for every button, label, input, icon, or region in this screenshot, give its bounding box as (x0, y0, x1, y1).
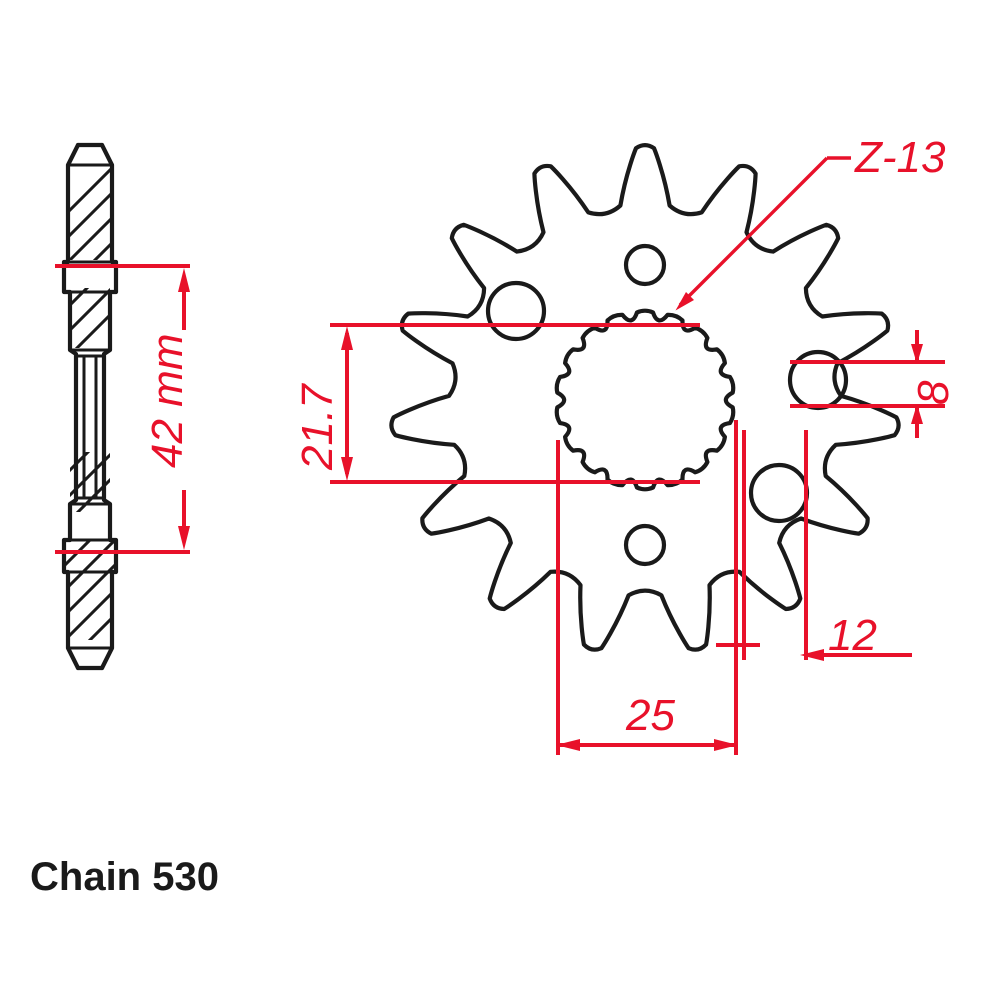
side-section-view (61, 142, 119, 671)
front-view (389, 143, 901, 652)
arrowhead-217-top (341, 326, 353, 350)
side-hatch-upper-flange (70, 288, 110, 348)
arrowhead-217-bottom (341, 457, 353, 481)
bolt-hole-small-top (623, 243, 667, 287)
arrowhead-42-top (178, 268, 190, 292)
annotation-z13: Z-13 (675, 133, 946, 311)
side-outline-left (61, 142, 81, 671)
dim-label-25: 25 (625, 691, 675, 740)
dimension-thickness-42mm: 42 mm (55, 264, 192, 554)
arrowhead-42-bottom (178, 526, 190, 550)
arrowhead-25-right (714, 739, 738, 751)
dimension-width-25: 25 (556, 420, 760, 755)
bolt-hole-small-bottom (623, 523, 667, 567)
dim-label-12: 12 (828, 611, 877, 660)
dimension-spline-21-7: 21.7 (293, 323, 700, 484)
dimension-offset-12: 12 (742, 430, 912, 661)
dim-label-217: 21.7 (293, 383, 342, 471)
arrowhead-12 (800, 649, 824, 661)
arrowhead-z13 (675, 292, 694, 311)
arrowhead-8-top (911, 344, 923, 364)
dimension-hole-8: 8 (790, 330, 958, 438)
inner-spline-outline (554, 308, 736, 492)
leader-line-z13 (678, 156, 829, 307)
dim-label-42mm: 42 mm (143, 334, 192, 468)
arrowhead-8-bottom (911, 404, 923, 424)
outer-teeth-outline (389, 143, 901, 652)
sprocket-geometry (389, 143, 901, 652)
arrowhead-25-left (556, 739, 580, 751)
side-hatch-upper-tooth (66, 160, 114, 260)
label-z13: Z-13 (854, 133, 946, 182)
caption-chain-spec: Chain 530 (30, 855, 219, 899)
lightening-hole-upper-left (485, 280, 547, 342)
side-outline-right (99, 142, 119, 671)
side-hatch-lower-flange (70, 452, 110, 512)
dim-label-8: 8 (909, 380, 958, 405)
